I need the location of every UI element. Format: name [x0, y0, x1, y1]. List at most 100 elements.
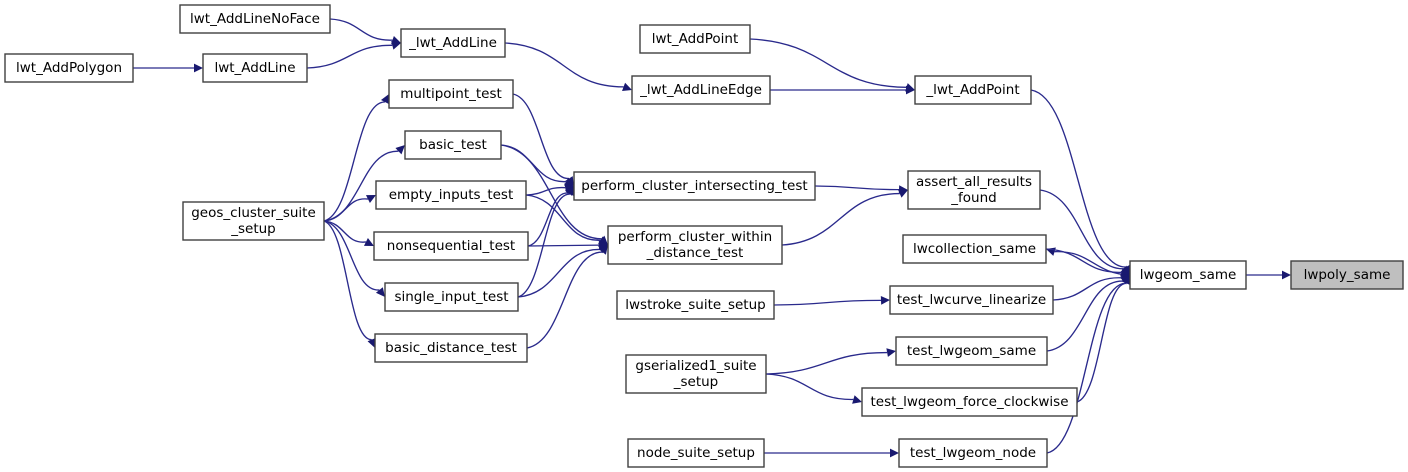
node-label: perform_cluster_within — [618, 229, 772, 245]
graph-node-lwt_AddPolygon[interactable]: lwt_AddPolygon — [4, 53, 134, 83]
graph-node-empty_inputs_test[interactable]: empty_inputs_test — [375, 180, 527, 210]
node-label: lwgeom_same — [1140, 267, 1237, 283]
node-box — [889, 285, 1054, 315]
node-label: nonsequential_test — [387, 238, 515, 254]
graph-node-basic_test[interactable]: basic_test — [404, 130, 502, 160]
arrow-head-icon — [380, 94, 389, 105]
node-box — [1129, 260, 1247, 290]
node-box — [607, 225, 783, 265]
node-label: assert_all_results — [916, 174, 1032, 190]
graph-node-assert_all_results_found[interactable]: assert_all_results_found — [907, 170, 1041, 210]
edge-test_lwcurve_linearize-to-lwgeom_same — [1052, 277, 1122, 301]
node-label: _lwt_AddLineEdge — [639, 82, 762, 98]
graph-node-test_lwcurve_linearize[interactable]: test_lwcurve_linearize — [889, 285, 1054, 315]
edge-nonsequential_test-to-perform_cluster_within_distance_test — [527, 244, 600, 247]
node-box — [861, 387, 1078, 417]
graph-node-nonsequential_test[interactable]: nonsequential_test — [373, 231, 529, 261]
node-box — [914, 75, 1032, 105]
node-box — [625, 354, 767, 394]
node-label: test_lwgeom_force_clockwise — [870, 394, 1068, 410]
graph-node-lwt_AddPoint[interactable]: lwt_AddPoint — [639, 24, 751, 54]
arrow-head-icon — [367, 338, 376, 348]
node-label: basic_distance_test — [385, 340, 517, 356]
node-box — [1290, 260, 1404, 290]
node-label: _distance_test — [646, 245, 744, 261]
node-label: lwstroke_suite_setup — [625, 297, 765, 313]
arrow-head-icon — [566, 186, 574, 197]
arrow-head-icon — [880, 295, 890, 305]
edge-lwt_AddLine-to-_lwt_AddLine — [306, 44, 393, 69]
edge-perform_cluster_intersecting_test-to-assert_all_results_found — [814, 185, 900, 191]
graph-node-node_suite_setup[interactable]: node_suite_setup — [627, 438, 765, 468]
node-box — [182, 201, 325, 241]
arrow-head-icon — [395, 145, 405, 155]
edge-lwt_AddPoint-to-_lwt_AddPoint — [749, 38, 907, 89]
node-box — [902, 234, 1047, 264]
edge-test_lwgeom_force_clockwise-to-lwgeom_same — [1076, 282, 1127, 403]
edge-_lwt_AddPoint-to-lwgeom_same — [1030, 89, 1126, 268]
node-label: lwt_AddLineNoFace — [190, 11, 320, 27]
edge-geos_cluster_suite_setup-to-basic_distance_test — [323, 220, 372, 341]
graph-node-single_input_test[interactable]: single_input_test — [384, 282, 519, 312]
graph-node-_lwt_AddLineEdge[interactable]: _lwt_AddLineEdge — [631, 75, 771, 105]
graph-node-multipoint_test[interactable]: multipoint_test — [388, 79, 514, 109]
arrow-head-icon — [375, 287, 385, 297]
edge-basic_test-to-perform_cluster_intersecting_test — [500, 144, 567, 183]
edge-basic_distance_test-to-perform_cluster_within_distance_test — [526, 251, 603, 349]
node-label: _setup — [673, 374, 719, 390]
graph-node-lwpoly_same[interactable]: lwpoly_same — [1290, 260, 1404, 290]
graph-node-gserialized1_suite_setup[interactable]: gserialized1_suite_setup — [625, 354, 767, 394]
node-label: test_lwgeom_node — [910, 445, 1036, 461]
edge-empty_inputs_test-to-perform_cluster_intersecting_test — [525, 186, 566, 196]
node-box — [400, 28, 506, 58]
edge-gserialized1_suite_setup-to-test_lwgeom_force_clockwise — [765, 373, 854, 401]
edge-assert_all_results_found-to-lwgeom_same — [1039, 189, 1124, 270]
node-label: _lwt_AddLine — [408, 35, 497, 51]
node-label: lwt_AddPoint — [652, 31, 739, 47]
node-box — [373, 231, 529, 261]
nodes-layer: lwt_AddPolygon lwt_AddLineNoFace lwt_AddLi… — [4, 4, 1404, 468]
arrow-head-icon — [886, 348, 896, 357]
node-label: geos_cluster_suite — [191, 205, 316, 221]
graph-node-_lwt_AddLine[interactable]: _lwt_AddLine — [400, 28, 506, 58]
graph-node-lwgeom_same[interactable]: lwgeom_same — [1129, 260, 1247, 290]
node-box — [4, 53, 134, 83]
node-label: multipoint_test — [400, 86, 502, 102]
graph-node-lwt_AddLineNoFace[interactable]: lwt_AddLineNoFace — [179, 4, 331, 34]
graph-node-perform_cluster_intersecting_test[interactable]: perform_cluster_intersecting_test — [573, 171, 816, 201]
node-box — [639, 24, 751, 54]
node-box — [202, 53, 308, 83]
graph-node-test_lwgeom_node[interactable]: test_lwgeom_node — [898, 438, 1048, 468]
arrow-head-icon — [890, 448, 899, 458]
graph-node-_lwt_AddPoint[interactable]: _lwt_AddPoint — [914, 75, 1032, 105]
edge-test_lwgeom_same-to-lwgeom_same — [1046, 280, 1124, 352]
graph-node-test_lwgeom_force_clockwise[interactable]: test_lwgeom_force_clockwise — [861, 387, 1078, 417]
arrow-head-icon — [598, 245, 608, 255]
graph-node-test_lwgeom_same[interactable]: test_lwgeom_same — [895, 336, 1048, 366]
node-box — [907, 170, 1041, 210]
edge-geos_cluster_suite_setup-to-single_input_test — [323, 220, 380, 291]
edge-empty_inputs_test-to-perform_cluster_within_distance_test — [525, 194, 601, 241]
graph-node-lwcollection_same[interactable]: lwcollection_same — [902, 234, 1047, 264]
edge-nonsequential_test-to-perform_cluster_intersecting_test — [527, 192, 569, 247]
graph-node-lwt_AddLine[interactable]: lwt_AddLine — [202, 53, 308, 83]
edge-basic_test-to-perform_cluster_within_distance_test — [500, 144, 602, 240]
node-label: test_lwgeom_same — [907, 343, 1036, 359]
arrow-head-icon — [906, 85, 915, 95]
graph-node-perform_cluster_within_distance_test[interactable]: perform_cluster_within_distance_test — [607, 225, 783, 265]
arrow-head-icon — [897, 189, 908, 198]
node-label: lwt_AddLine — [214, 60, 295, 76]
edge-lwcollection_same-to-lwgeom_same — [1045, 248, 1122, 274]
node-box — [616, 290, 775, 320]
node-box — [388, 79, 514, 109]
arrow-head-icon — [1122, 275, 1131, 286]
arrow-head-icon — [363, 238, 374, 246]
graph-node-lwstroke_suite_setup[interactable]: lwstroke_suite_setup — [616, 290, 775, 320]
node-label: lwt_AddPolygon — [16, 60, 122, 76]
graph-node-basic_distance_test[interactable]: basic_distance_test — [374, 333, 528, 363]
edge-multipoint_test-to-perform_cluster_intersecting_test — [512, 93, 570, 180]
edge-geos_cluster_suite_setup-to-multipoint_test — [323, 101, 385, 222]
graph-node-geos_cluster_suite_setup[interactable]: geos_cluster_suite_setup — [182, 201, 325, 241]
